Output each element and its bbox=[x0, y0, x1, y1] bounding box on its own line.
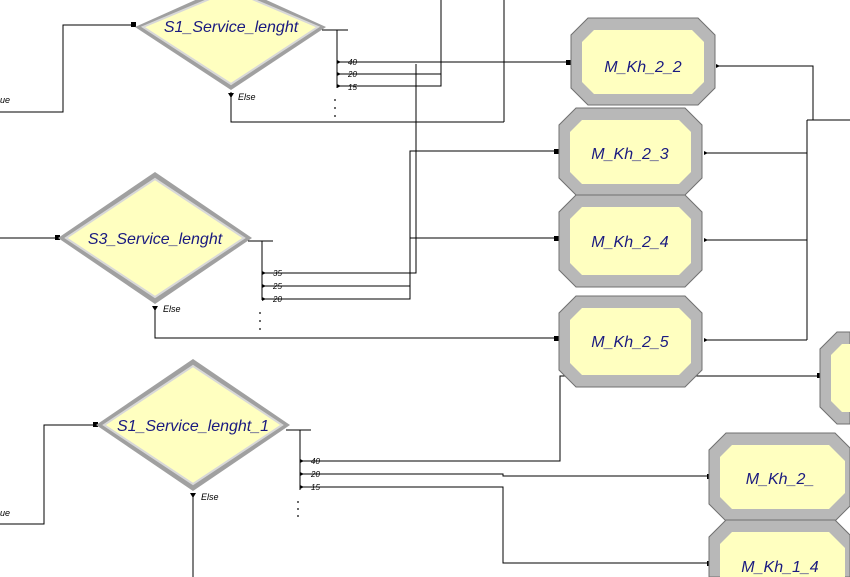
arrow-markers bbox=[152, 60, 720, 498]
decision-s1-1[interactable]: S1_Service_lenght_1 bbox=[96, 359, 290, 491]
process-partial-right[interactable] bbox=[819, 331, 850, 425]
branch-label: 20 bbox=[310, 470, 320, 479]
true-label: ue bbox=[0, 508, 10, 518]
decision-s3[interactable]: S3_Service_lenght bbox=[58, 172, 252, 304]
true-label: ue bbox=[0, 95, 10, 105]
process-m-kh-2-partial[interactable]: M_Kh_2_ bbox=[708, 432, 850, 522]
branch-label: 15 bbox=[311, 483, 320, 492]
process-m-kh-2-5[interactable]: M_Kh_2_5 bbox=[558, 295, 703, 388]
branch-label: 40 bbox=[348, 58, 357, 67]
process-m-kh-2-3[interactable]: M_Kh_2_3 bbox=[558, 107, 703, 196]
process-label: M_Kh_2_4 bbox=[591, 234, 668, 251]
branch-label: 35 bbox=[273, 269, 282, 278]
else-label: Else bbox=[201, 492, 219, 502]
branch-label: 40 bbox=[311, 457, 320, 466]
else-label: Else bbox=[163, 304, 181, 314]
branch-labels: 40 20 15 Else 35 25 20 Else 40 20 15 Els… bbox=[0, 58, 357, 518]
branch-label: 20 bbox=[272, 295, 282, 304]
decision-s1[interactable]: S1_Service_lenght bbox=[135, 0, 326, 90]
branch-label: 25 bbox=[272, 282, 282, 291]
decision-label: S1_Service_lenght_1 bbox=[117, 418, 269, 435]
else-label: Else bbox=[238, 92, 256, 102]
process-label: M_Kh_2_5 bbox=[591, 334, 668, 351]
branch-ellipsis bbox=[259, 99, 336, 517]
decision-label: S1_Service_lenght bbox=[164, 19, 299, 36]
process-m-kh-2-4[interactable]: M_Kh_2_4 bbox=[558, 194, 703, 288]
branch-label: 20 bbox=[347, 70, 357, 79]
decision-label: S3_Service_lenght bbox=[88, 231, 223, 248]
port-markers bbox=[55, 22, 822, 566]
process-m-kh-1-4[interactable]: M_Kh_1_4 bbox=[708, 519, 850, 577]
process-label: M_Kh_1_4 bbox=[741, 559, 818, 576]
process-label: M_Kh_2_2 bbox=[604, 59, 681, 76]
process-label: M_Kh_2_3 bbox=[591, 146, 668, 163]
branch-label: 15 bbox=[348, 83, 357, 92]
process-m-kh-2-2[interactable]: M_Kh_2_2 bbox=[570, 17, 716, 106]
process-label: M_Kh_2_ bbox=[746, 471, 815, 488]
